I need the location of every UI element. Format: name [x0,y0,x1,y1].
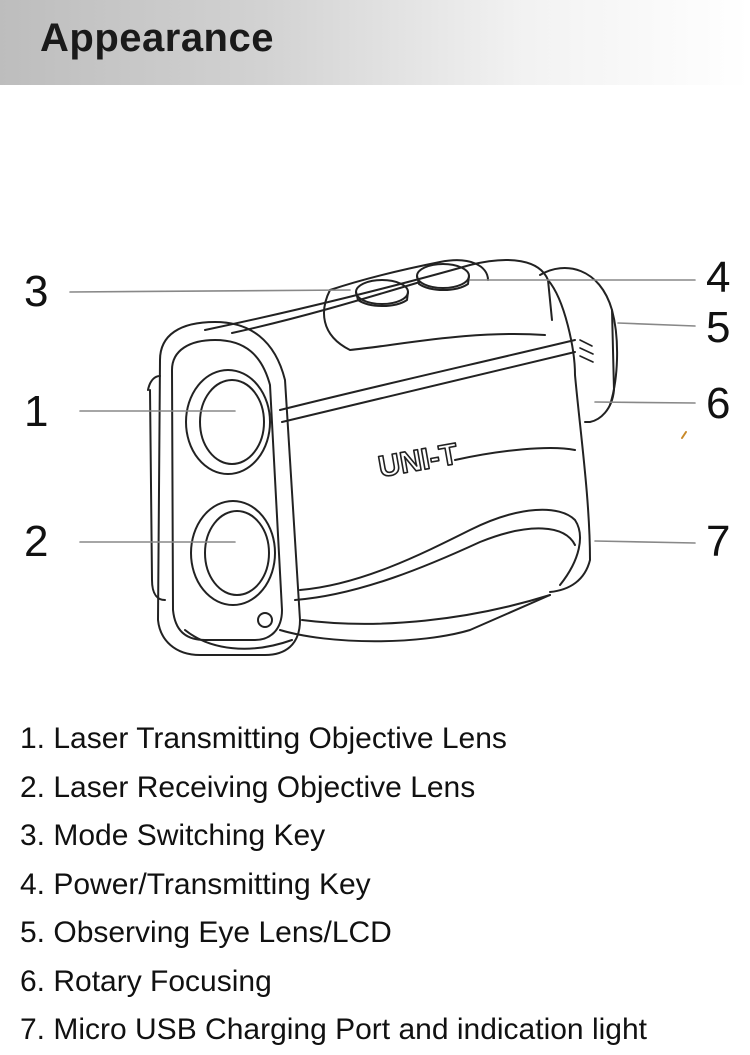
rangefinder-illustration: UNI-T [69,259,696,656]
page-title: Appearance [40,16,274,60]
legend-item: 6. Rotary Focusing [20,964,272,998]
legend-item: 7. Micro USB Charging Port and indicatio… [20,1013,647,1046]
leader-lines [69,279,696,544]
parts-legend: 1. Laser Transmitting Objective Lens 2. … [20,715,740,1055]
header-band [0,0,750,85]
front-screw-icon [257,612,273,628]
callout-5: 5 [706,303,731,352]
callout-7: 7 [706,517,731,566]
legend-item: 4. Power/Transmitting Key [20,867,371,901]
receiving-lens [190,500,276,606]
legend-item: 1. Laser Transmitting Objective Lens [20,722,507,755]
mode-switching-key [355,279,409,307]
transmitting-lens [185,369,271,475]
callout-6: 6 [706,379,731,428]
callout-3: 3 [24,267,49,316]
leader-line-7 [594,540,696,544]
legend-item: 3. Mode Switching Key [20,819,326,852]
leader-line-3 [69,289,351,293]
leader-line-6 [594,401,696,404]
power-transmitting-key [416,263,470,291]
leader-line-5 [617,322,696,327]
front-face [147,321,301,656]
legend-item: 2. Laser Receiving Objective Lens [20,770,476,804]
speck-mark [681,431,687,439]
callout-4: 4 [706,253,731,302]
brand-logo: UNI-T [376,438,460,484]
rangefinder-diagram: UNI-T 3 4 5 1 6 2 7 [0,200,750,680]
callout-2: 2 [24,517,49,566]
legend-item: 5. Observing Eye Lens/LCD [20,916,392,949]
eyepiece [539,267,619,423]
body-outline [184,259,591,650]
callout-1: 1 [24,387,49,436]
